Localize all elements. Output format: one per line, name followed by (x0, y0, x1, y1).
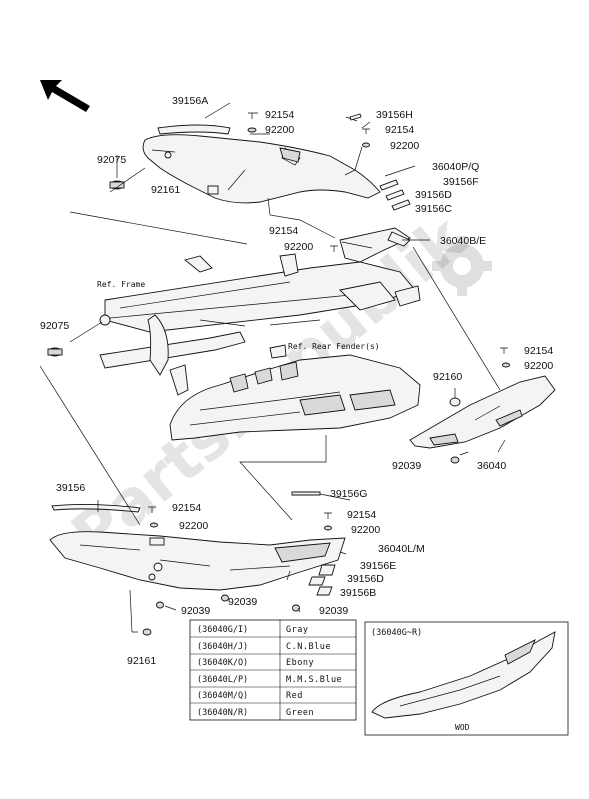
table-color-0: Gray (286, 625, 308, 635)
label-36040LM: 36040L/M (378, 543, 425, 555)
label-92200-e: 92200 (179, 520, 208, 532)
grommet-upper (109, 180, 125, 190)
inset-caption: WOD (455, 723, 470, 732)
leader-lines (39, 102, 506, 633)
label-92160: 92160 (433, 371, 462, 383)
table-code-2: (36040K/O) (197, 658, 248, 668)
seat-plate (339, 227, 411, 263)
table-code-4: (36040M/Q) (197, 691, 248, 701)
label-39156B: 39156B (340, 587, 376, 599)
label-92154-b: 92154 (385, 124, 414, 136)
label-92154-d: 92154 (524, 345, 553, 357)
inset-box: (36040G~R) WOD (364, 621, 569, 736)
label-92039-b: 92039 (228, 596, 257, 608)
table-color-1: C.N.Blue (286, 642, 331, 652)
label-39156H: 39156H (376, 109, 413, 121)
trim-strip-lower (51, 503, 141, 513)
trim-piece-upper-d (385, 189, 405, 201)
label-39156: 39156 (56, 482, 85, 494)
label-92200-b: 92200 (390, 140, 419, 152)
lower-side-cover (49, 531, 346, 591)
front-arrow-icon (40, 80, 90, 112)
trim-piece-d (308, 576, 326, 586)
label-92154-f: 92154 (347, 509, 376, 521)
label-92039-a: 92039 (392, 460, 421, 472)
label-39156F: 39156F (443, 176, 479, 188)
part-labels: 39156A 92154 92200 39156H 92154 92200 92… (40, 95, 553, 667)
label-92039-c: 92039 (181, 605, 210, 617)
inset-title: (36040G~R) (371, 628, 422, 638)
trim-strip-a (157, 124, 231, 135)
label-39156C: 39156C (415, 203, 452, 215)
label-ref-frame: Ref. Frame (97, 280, 145, 289)
bolt-markers-upper (247, 112, 510, 368)
trim-piece-upper-f (379, 179, 399, 191)
label-92075-a: 92075 (97, 154, 126, 166)
label-39156A: 39156A (172, 95, 208, 107)
label-92161-b: 92161 (127, 655, 156, 667)
label-39156D-b: 39156D (347, 573, 384, 585)
table-code-1: (36040H/J) (197, 642, 248, 652)
label-39156D-a: 39156D (415, 189, 452, 201)
rear-fender (169, 344, 421, 441)
label-92200-c: 92200 (284, 241, 313, 253)
label-92154-e: 92154 (172, 502, 201, 514)
label-92200-a: 92200 (265, 124, 294, 136)
tail-cover (409, 375, 556, 449)
trim-strip-g (291, 491, 321, 496)
trim-piece-upper-h (349, 113, 362, 121)
trim-piece-b (316, 586, 333, 596)
grommet-92160 (449, 397, 461, 407)
table-color-3: M.M.S.Blue (286, 675, 342, 685)
table-color-5: Green (286, 708, 314, 718)
table-color-4: Red (286, 691, 303, 701)
bolt-92039-right (450, 456, 460, 464)
table-color-2: Ebony (286, 658, 314, 668)
table-code-0: (36040G/I) (197, 625, 248, 635)
trim-piece-e (318, 564, 336, 576)
upper-side-cover (142, 134, 381, 204)
label-39156E: 39156E (360, 560, 396, 572)
label-36040BE: 36040B/E (440, 235, 486, 247)
inset-cover-shape (371, 631, 556, 719)
trim-piece-upper-c (391, 199, 411, 211)
label-92161-a: 92161 (151, 184, 180, 196)
label-39156G: 39156G (330, 488, 367, 500)
label-92200-f: 92200 (351, 524, 380, 536)
gear-icon (432, 236, 492, 296)
color-table: (36040G/I) Gray (36040H/J) C.N.Blue (360… (189, 619, 357, 721)
label-92039-d: 92039 (319, 605, 348, 617)
table-code-5: (36040N/R) (197, 708, 248, 718)
table-code-3: (36040L/P) (197, 675, 248, 685)
frame (99, 253, 421, 396)
grommet-lower (47, 347, 63, 357)
label-ref-rear-fender: Ref. Rear Fender(s) (288, 342, 380, 351)
label-92075-b: 92075 (40, 320, 69, 332)
label-92200-d: 92200 (524, 360, 553, 372)
label-36040: 36040 (477, 460, 506, 472)
label-92154-c: 92154 (269, 225, 298, 237)
label-36040PQ: 36040P/Q (432, 161, 479, 173)
label-92154-a: 92154 (265, 109, 294, 121)
bolt-markers-lower (142, 506, 332, 636)
